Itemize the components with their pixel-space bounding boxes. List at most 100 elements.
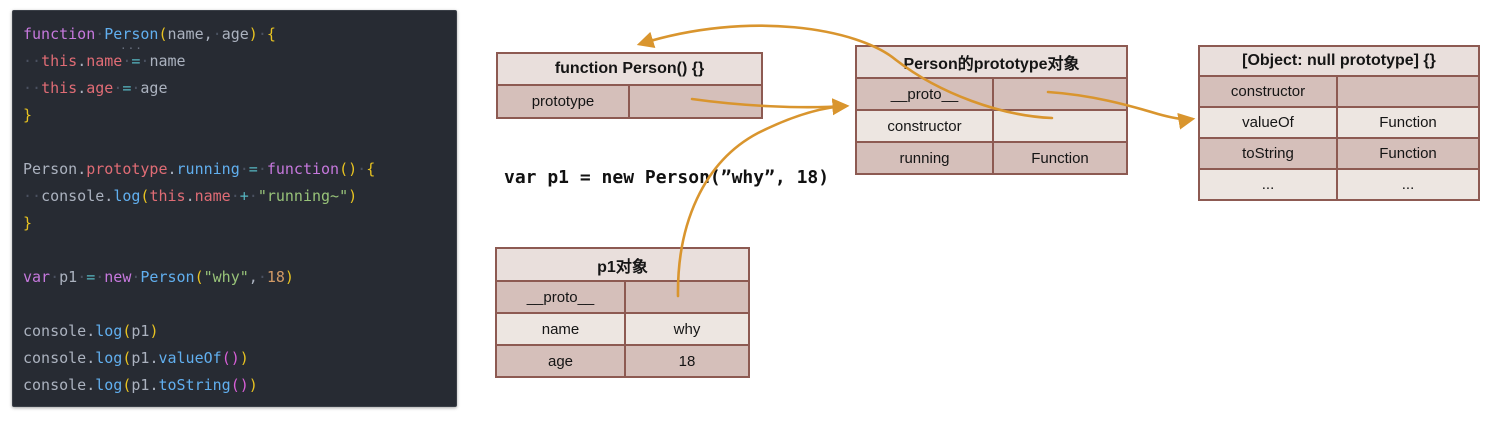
- code-token: ··: [23, 187, 42, 205]
- code-token: log: [95, 349, 123, 367]
- code-token: .: [77, 160, 87, 178]
- cell-value: why: [673, 320, 701, 338]
- table-row: constructor: [1200, 77, 1478, 108]
- code-token: ·: [248, 187, 258, 205]
- code-token: .: [77, 52, 87, 70]
- code-token: "why": [203, 268, 249, 286]
- table-row: prototype: [498, 86, 761, 117]
- code-line: Person.prototype.running·=·function()·{: [23, 156, 456, 183]
- cell-value: Function: [1031, 149, 1089, 167]
- code-token: ·: [212, 25, 222, 43]
- code-token: console: [23, 322, 87, 340]
- function-person-table: function Person() {}prototype: [496, 52, 763, 119]
- table-title: function Person() {}: [498, 54, 761, 86]
- code-token: p1: [131, 322, 150, 340]
- code-token: ·: [140, 52, 150, 70]
- code-line: }: [23, 210, 456, 237]
- code-token: ·: [77, 268, 87, 286]
- code-token: .: [104, 187, 114, 205]
- code-token: new: [104, 268, 132, 286]
- code-token: =: [248, 160, 258, 178]
- code-token: ·: [357, 160, 367, 178]
- code-token: (: [122, 322, 132, 340]
- code-token: (: [194, 268, 204, 286]
- code-token: running: [176, 160, 240, 178]
- cell-value: [994, 111, 1126, 141]
- ellipsis-hint: ···: [120, 42, 143, 55]
- code-token: (): [339, 160, 358, 178]
- code-line: ··this.name·=·name: [23, 48, 456, 75]
- code-token: toString: [158, 376, 231, 394]
- code-token: age: [221, 25, 249, 43]
- cell-label: valueOf: [1200, 108, 1338, 137]
- code-token: (): [221, 349, 240, 367]
- var-p1-annotation: var p1 = new Person(”why”, 18): [504, 167, 830, 188]
- cell-label: age: [497, 346, 626, 376]
- code-line: console.log(p1.toString()): [23, 372, 456, 399]
- code-token: prototype: [86, 160, 168, 178]
- code-token: .: [77, 79, 87, 97]
- code-token: (: [158, 25, 168, 43]
- code-token: ·: [131, 79, 141, 97]
- cell-label: __proto__: [497, 282, 626, 312]
- code-token: name: [149, 52, 186, 70]
- table-title: p1对象: [497, 249, 748, 282]
- code-token: function: [23, 25, 96, 43]
- cell-label: name: [497, 314, 626, 344]
- code-line: ··console.log(this.name·+·"running~"): [23, 183, 456, 210]
- table-row: name why: [497, 314, 748, 346]
- code-token: age: [86, 79, 114, 97]
- code-token: function: [266, 160, 340, 178]
- cell-label: toString: [1200, 139, 1338, 168]
- code-token: Person: [23, 160, 78, 178]
- cell-value: [1338, 77, 1478, 106]
- code-token: ): [149, 322, 159, 340]
- cell-value: [994, 79, 1126, 109]
- code-token: log: [95, 376, 123, 394]
- code-token: console: [23, 376, 87, 394]
- code-token: var: [23, 268, 51, 286]
- cell-value: ...: [1401, 176, 1415, 193]
- code-token: console: [23, 349, 87, 367]
- code-token: (): [230, 376, 249, 394]
- table-title: [Object: null prototype] {}: [1200, 47, 1478, 77]
- code-editor-panel[interactable]: function·Person(name,·age)·{··this.name·…: [12, 10, 457, 407]
- code-token: .: [185, 187, 195, 205]
- table-row: constructor: [857, 111, 1126, 143]
- code-token: p1: [59, 268, 78, 286]
- code-token: name: [86, 52, 123, 70]
- code-line: ··this.age·=·age: [23, 75, 456, 102]
- code-token: Person: [104, 25, 159, 43]
- code-token: ··: [23, 52, 42, 70]
- code-token: .: [86, 376, 96, 394]
- code-token: 18: [266, 268, 285, 286]
- cell-label: prototype: [498, 86, 630, 117]
- code-token: ·: [95, 268, 105, 286]
- code-token: name: [194, 187, 231, 205]
- table-row: ......: [1200, 170, 1478, 199]
- code-token: (: [140, 187, 150, 205]
- code-token: valueOf: [158, 349, 222, 367]
- code-token: =: [131, 52, 141, 70]
- code-token: this: [41, 52, 78, 70]
- code-token: ·: [131, 268, 141, 286]
- code-token: this: [41, 79, 78, 97]
- code-token: age: [140, 79, 168, 97]
- cell-label: constructor: [857, 111, 994, 141]
- code-token: ): [248, 376, 258, 394]
- code-token: ·: [257, 268, 267, 286]
- code-token: ,: [248, 268, 258, 286]
- code-token: log: [113, 187, 141, 205]
- code-token: p1: [131, 376, 150, 394]
- code-line: console.log(p1.valueOf()): [23, 345, 456, 372]
- code-token: console: [41, 187, 105, 205]
- code-token: }: [23, 214, 33, 232]
- code-token: .: [86, 322, 96, 340]
- code-token: ·: [257, 25, 267, 43]
